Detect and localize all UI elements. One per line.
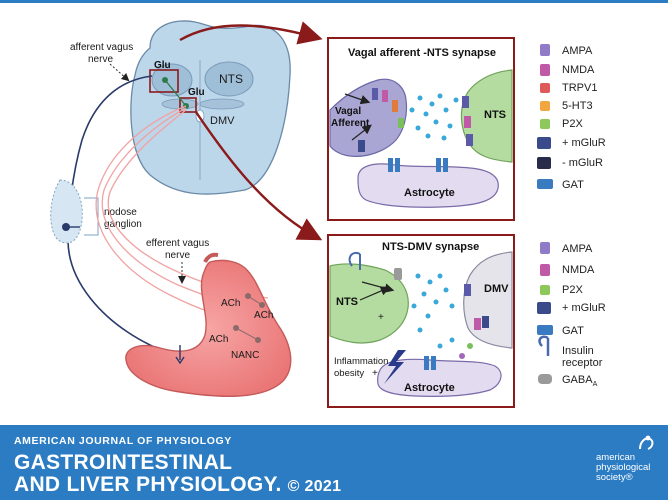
astrocyte-bottom-label: Astrocyte (404, 382, 455, 394)
nmda-icon-2 (540, 264, 550, 276)
legend-nmda: NMDA (562, 64, 595, 76)
legend-plus-mglur: + mGluR (562, 137, 606, 149)
legend-trpv1: TRPV1 (562, 82, 597, 94)
panel-nts-dmv: NTS-DMV synapse NTS DMV Astrocyte Inflam… (327, 234, 515, 408)
ach-label-3: ACh (209, 334, 228, 345)
p2x-icon-2 (540, 285, 550, 295)
arrow-to-top-panel (179, 21, 323, 45)
plus-sign-2: + (378, 312, 384, 323)
panel-bottom-title: NTS-DMV synapse (382, 241, 479, 253)
nodose-ganglion (50, 179, 83, 244)
glu-label-top: Glu (154, 60, 171, 71)
aps-logo-line3: society® (596, 472, 633, 483)
nanc-label: NANC (231, 350, 259, 361)
afferent-vagus-label-1: afferent vagus (70, 42, 133, 53)
aps-logo-line1: american (596, 452, 636, 463)
legend-ampa: AMPA (562, 45, 593, 57)
inflammation-label: Inflammation (334, 356, 388, 367)
top-accent-line (0, 0, 668, 3)
obesity-label: obesity (334, 368, 364, 379)
journal-banner: AMERICAN JOURNAL OF PHYSIOLOGY GASTROINT… (0, 425, 668, 500)
ampa-icon-2 (540, 242, 550, 254)
trpv1-icon (540, 83, 550, 93)
stomach (125, 252, 292, 397)
ampa-icon (540, 44, 550, 56)
afferent-vagus-label-2: nerve (88, 54, 113, 65)
journal-title-line2-text: AND LIVER PHYSIOLOGY. (14, 473, 282, 496)
dmv-brainstem-label: DMV (210, 115, 235, 127)
legend-p2x: P2X (562, 118, 583, 130)
efferent-vagus-label-1: efferent vagus (146, 238, 209, 249)
nmda-icon (540, 64, 550, 76)
gaba-a-icon (538, 374, 552, 384)
legend-top: AMPA NMDA TRPV1 5-HT3 P2X + mGluR - mGlu… (537, 44, 606, 191)
journal-name: AMERICAN JOURNAL OF PHYSIOLOGY (14, 435, 232, 447)
legend2-plus-mglur: + mGluR (562, 302, 606, 314)
5ht3-icon (540, 101, 550, 111)
efferent-fiber-1 (95, 105, 241, 321)
legend-minus-mglur: - mGluR (562, 157, 603, 169)
plus-sign: + (372, 368, 378, 379)
legend-bottom: AMPA NMDA P2X + mGluR GAT Insulin recept… (537, 242, 606, 388)
panel-top-title: Vagal afferent -NTS synapse (348, 47, 496, 59)
brainstem (130, 20, 291, 195)
nts-panel-top-label: NTS (484, 109, 506, 121)
nts-brainstem-label: NTS (219, 72, 243, 86)
plus-mglur-icon (537, 137, 551, 149)
plus-mglur-icon-2 (537, 302, 551, 314)
journal-title-line2: AND LIVER PHYSIOLOGY. © 2021 (14, 473, 341, 497)
legend2-gaba-main: GABA (562, 374, 593, 386)
ach-label-1: ACh (221, 298, 240, 309)
p2x-icon (540, 119, 550, 129)
glu-box-bottom (179, 97, 197, 113)
journal-title-line1: GASTROINTESTINAL (14, 451, 233, 474)
dmv-panel-label: DMV (484, 283, 509, 295)
vagal-afferent-label-2: Afferent (331, 118, 370, 129)
legend2-ampa: AMPA (562, 243, 593, 255)
legend2-p2x: P2X (562, 284, 583, 296)
glu-label-mid: Glu (188, 87, 205, 98)
nodose-label-1: nodose (104, 207, 137, 218)
legend2-receptor: receptor (562, 357, 603, 369)
gat-icon-2 (537, 325, 553, 335)
legend2-gaba: GABAA (562, 374, 598, 388)
copyright-text: © 2021 (287, 478, 342, 495)
aps-logo-line2: physiological (596, 462, 651, 473)
arrow-to-bottom-panel (195, 111, 323, 241)
nts-panel-bottom-label: NTS (336, 296, 358, 308)
astrocyte-top-label: Astrocyte (404, 187, 455, 199)
efferent-vagus-label-2: nerve (165, 250, 190, 261)
legend2-gat: GAT (562, 325, 584, 337)
vagal-afferent-label-1: Vagal (335, 106, 361, 117)
ach-label-2: ACh (254, 310, 273, 321)
minus-mglur-icon (537, 157, 551, 169)
legend2-gaba-sub: A (593, 381, 598, 388)
glu-box-top (149, 69, 179, 93)
aps-logo: american physiological society® (596, 435, 656, 489)
legend2-nmda: NMDA (562, 264, 595, 276)
legend-gat: GAT (562, 179, 584, 191)
gat-icon (537, 179, 553, 189)
panel-afferent-nts: Vagal afferent -NTS synapse Vagal Affere… (327, 37, 515, 221)
legend-5ht3: 5-HT3 (562, 100, 593, 112)
insulin-receptor-icon (538, 335, 550, 356)
nodose-label-2: ganglion (104, 219, 142, 230)
figure-diagram: Glu Glu NTS DMV afferent vagus nerve nod… (50, 20, 606, 408)
aps-logo-icon (639, 435, 654, 450)
legend2-insulin: Insulin (562, 345, 594, 357)
inflammation-bolt-icon (384, 350, 406, 384)
